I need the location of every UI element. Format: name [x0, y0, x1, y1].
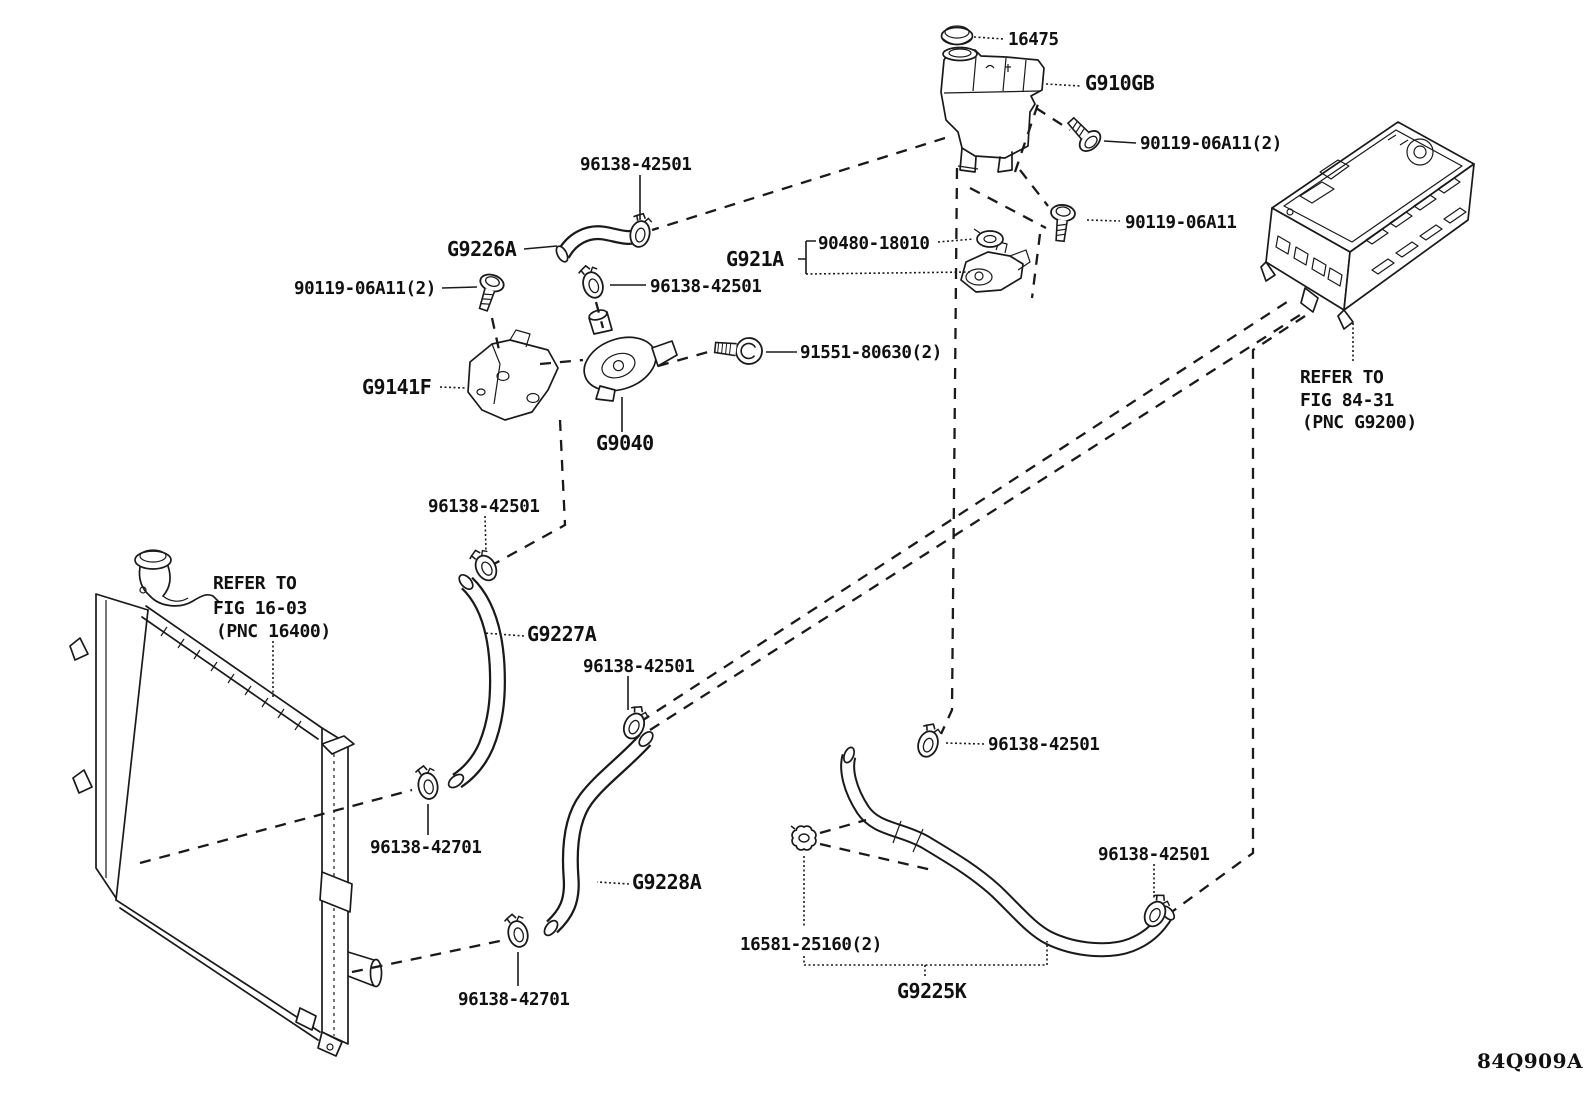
callout-valve-g921a: G921A — [726, 247, 784, 271]
callout-hose-g9226a: G9226A — [447, 237, 517, 261]
callout-bolt-pump: 91551-80630(2) — [800, 343, 942, 363]
callout-bolt-tank: 90119-06A11(2) — [1140, 134, 1282, 154]
callout-clamp-pump: 96138-42501 — [650, 277, 762, 297]
radiator-cap-illustration — [942, 26, 973, 45]
reserve-tank-illustration — [941, 48, 1044, 173]
callout-clamp-radiator-upper: 96138-42701 — [370, 838, 482, 858]
inverter-ref-line2: FIG 84-31 — [1300, 390, 1394, 411]
callout-bracket-g9141f: G9141F — [362, 375, 431, 399]
radiator-ref-line2: FIG 16-03 — [213, 598, 307, 619]
callout-pump-g9040: G9040 — [596, 431, 654, 455]
fasteners — [413, 111, 1174, 950]
callout-reserve-tank: G910GB — [1085, 71, 1155, 95]
hose-clamp-icon — [576, 261, 607, 302]
bolt-icon — [1061, 111, 1106, 156]
bolt-icon — [471, 270, 507, 315]
radiator-illustration — [70, 550, 382, 1056]
callout-hose-g9225k: G9225K — [897, 979, 967, 1003]
reference-notes: REFER TO FIG 16-03 (PNC 16400) REFER TO … — [213, 367, 1417, 642]
hose-g9226a-illustration — [554, 233, 638, 264]
inverter-ref-line3: (PNC G9200) — [1302, 412, 1417, 433]
callout-clamp-radiator-lower: 96138-42701 — [458, 990, 570, 1010]
leader-lines — [273, 37, 1353, 986]
dashed-connection-lines — [140, 104, 1305, 972]
hose-g9228a-illustration — [542, 729, 656, 937]
callout-bolt-bracket: 90119-06A11(2) — [294, 279, 436, 299]
callout-clamp-g9228a-top: 96138-42501 — [583, 657, 695, 677]
hose-clamp-icon — [413, 763, 441, 802]
inverter-illustration — [1261, 122, 1474, 329]
bracket-illustration — [468, 330, 558, 420]
callout-hose-g9228a: G9228A — [632, 870, 702, 894]
hose-clamp-icon — [913, 720, 945, 761]
callout-clamp-spring: 16581-25160(2) — [740, 935, 882, 955]
radiator-ref-line1: REFER TO — [213, 573, 297, 594]
bolt-icon — [712, 333, 765, 367]
hose-g9227a-illustration — [446, 572, 497, 790]
spring-clamp-icon — [790, 825, 817, 851]
callout-radiator-cap: 16475 — [1008, 30, 1059, 50]
diagram-code: 84Q909A — [1477, 1049, 1583, 1073]
hose-clamp-icon — [502, 910, 532, 950]
water-pump-illustration — [577, 308, 677, 401]
valve-illustration — [961, 242, 1030, 292]
hose-g9225k-illustration — [842, 746, 1177, 950]
callout-clamp-g9225k-left: 96138-42501 — [988, 735, 1100, 755]
bolt-icon — [1047, 202, 1077, 244]
callout-hose-g9227a: G9227A — [527, 622, 597, 646]
callout-clamp-g9227a-top: 96138-42501 — [428, 497, 540, 517]
callout-bolt-valve: 90119-06A11 — [1125, 213, 1237, 233]
callout-clamp-g9226a: 96138-42501 — [580, 155, 692, 175]
callout-grommet: 90480-18010 — [818, 234, 930, 254]
callout-labels: 16475 G910GB 90119-06A11(2) 90119-06A11 … — [294, 30, 1282, 1010]
callout-clamp-g9225k-right: 96138-42501 — [1098, 845, 1210, 865]
grommet-illustration — [974, 229, 1003, 247]
radiator-ref-line3: (PNC 16400) — [216, 621, 331, 642]
inverter-ref-line1: REFER TO — [1300, 367, 1384, 388]
